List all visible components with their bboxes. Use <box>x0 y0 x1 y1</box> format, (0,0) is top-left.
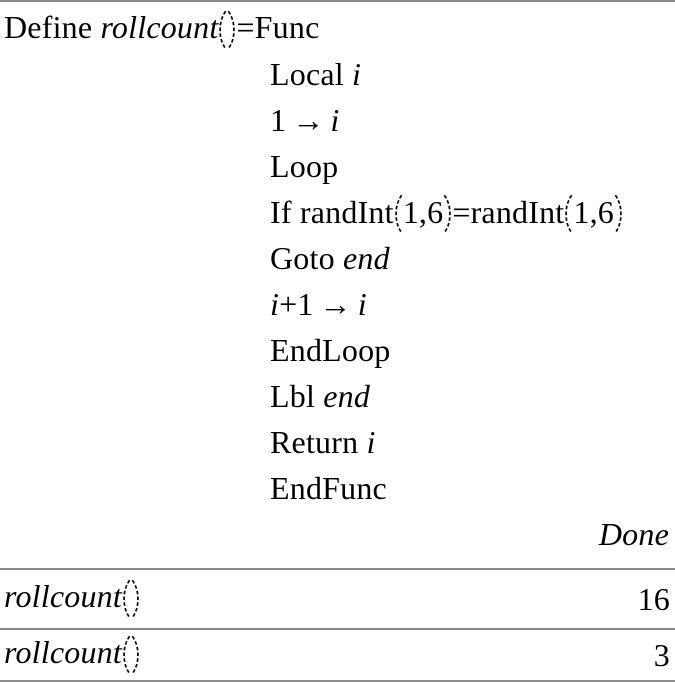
program-line-loop: Loop <box>270 143 670 189</box>
history-entry-call-2[interactable]: rollcount 3 <box>0 630 675 680</box>
plus-one: +1 <box>279 286 314 323</box>
call-expression: rollcount <box>4 634 140 676</box>
paren-close-icon <box>131 579 140 619</box>
paren-close-icon <box>614 194 623 234</box>
program-line-increment: i+1→i <box>270 281 670 327</box>
function-name: rollcount <box>4 578 122 615</box>
separator-top <box>0 0 675 2</box>
program-line-define: Define rollcount =Func <box>4 4 670 51</box>
store-arrow-icon: → <box>292 101 325 138</box>
variable-i: i <box>366 424 376 461</box>
define-result-done: Done <box>598 516 669 553</box>
endfunc-keyword: EndFunc <box>270 470 387 507</box>
loop-keyword: Loop <box>270 147 339 184</box>
paren-open-icon <box>564 194 573 234</box>
randint-args-1: 1,6 <box>402 193 444 230</box>
local-keyword: Local <box>270 55 353 92</box>
program-line-init: 1→i <box>270 97 670 143</box>
call-result-value: 16 <box>637 580 670 617</box>
store-arrow-icon: → <box>319 286 352 323</box>
separator-1 <box>0 568 675 570</box>
label-end: end <box>343 240 390 277</box>
separator-bottom <box>0 680 675 682</box>
paren-open-icon <box>122 635 131 675</box>
define-keyword: Define <box>4 9 101 45</box>
call-result-value: 3 <box>653 636 670 673</box>
program-line-endfunc: EndFunc <box>270 465 670 511</box>
label-end: end <box>323 378 371 415</box>
variable-i: i <box>352 55 362 92</box>
function-name: rollcount <box>100 9 219 45</box>
equals-randint-keyword: =randInt <box>452 193 565 230</box>
paren-close-icon <box>227 10 236 50</box>
separator-2 <box>0 628 675 630</box>
call-expression: rollcount <box>4 578 140 620</box>
lbl-keyword: Lbl <box>270 378 324 415</box>
if-randint-keyword: If randInt <box>270 193 394 230</box>
paren-open-icon <box>394 194 403 234</box>
return-keyword: Return <box>270 424 367 461</box>
program-line-local: Local i <box>270 51 670 97</box>
history-entry-call-1[interactable]: rollcount 16 <box>0 570 675 628</box>
init-value: 1 <box>270 101 287 138</box>
variable-i: i <box>330 101 340 138</box>
endloop-keyword: EndLoop <box>270 332 391 369</box>
paren-close-icon <box>443 194 452 234</box>
randint-args-2: 1,6 <box>573 193 614 230</box>
function-name: rollcount <box>4 634 122 671</box>
program-line-goto: Goto end <box>270 235 670 281</box>
goto-keyword: Goto <box>270 240 343 277</box>
paren-close-icon <box>131 635 140 675</box>
variable-i: i <box>357 286 367 323</box>
equals-func-keyword: =Func <box>236 9 320 45</box>
paren-open-icon <box>218 10 227 50</box>
history-entry-define-rollcount[interactable]: Define rollcount=Func Local i 1→i Loop I… <box>0 2 675 568</box>
program-line-lbl: Lbl end <box>270 373 670 419</box>
variable-i: i <box>270 286 280 323</box>
program-line-return: Return i <box>270 419 670 465</box>
program-line-endloop: EndLoop <box>270 327 670 373</box>
paren-open-icon <box>122 579 131 619</box>
